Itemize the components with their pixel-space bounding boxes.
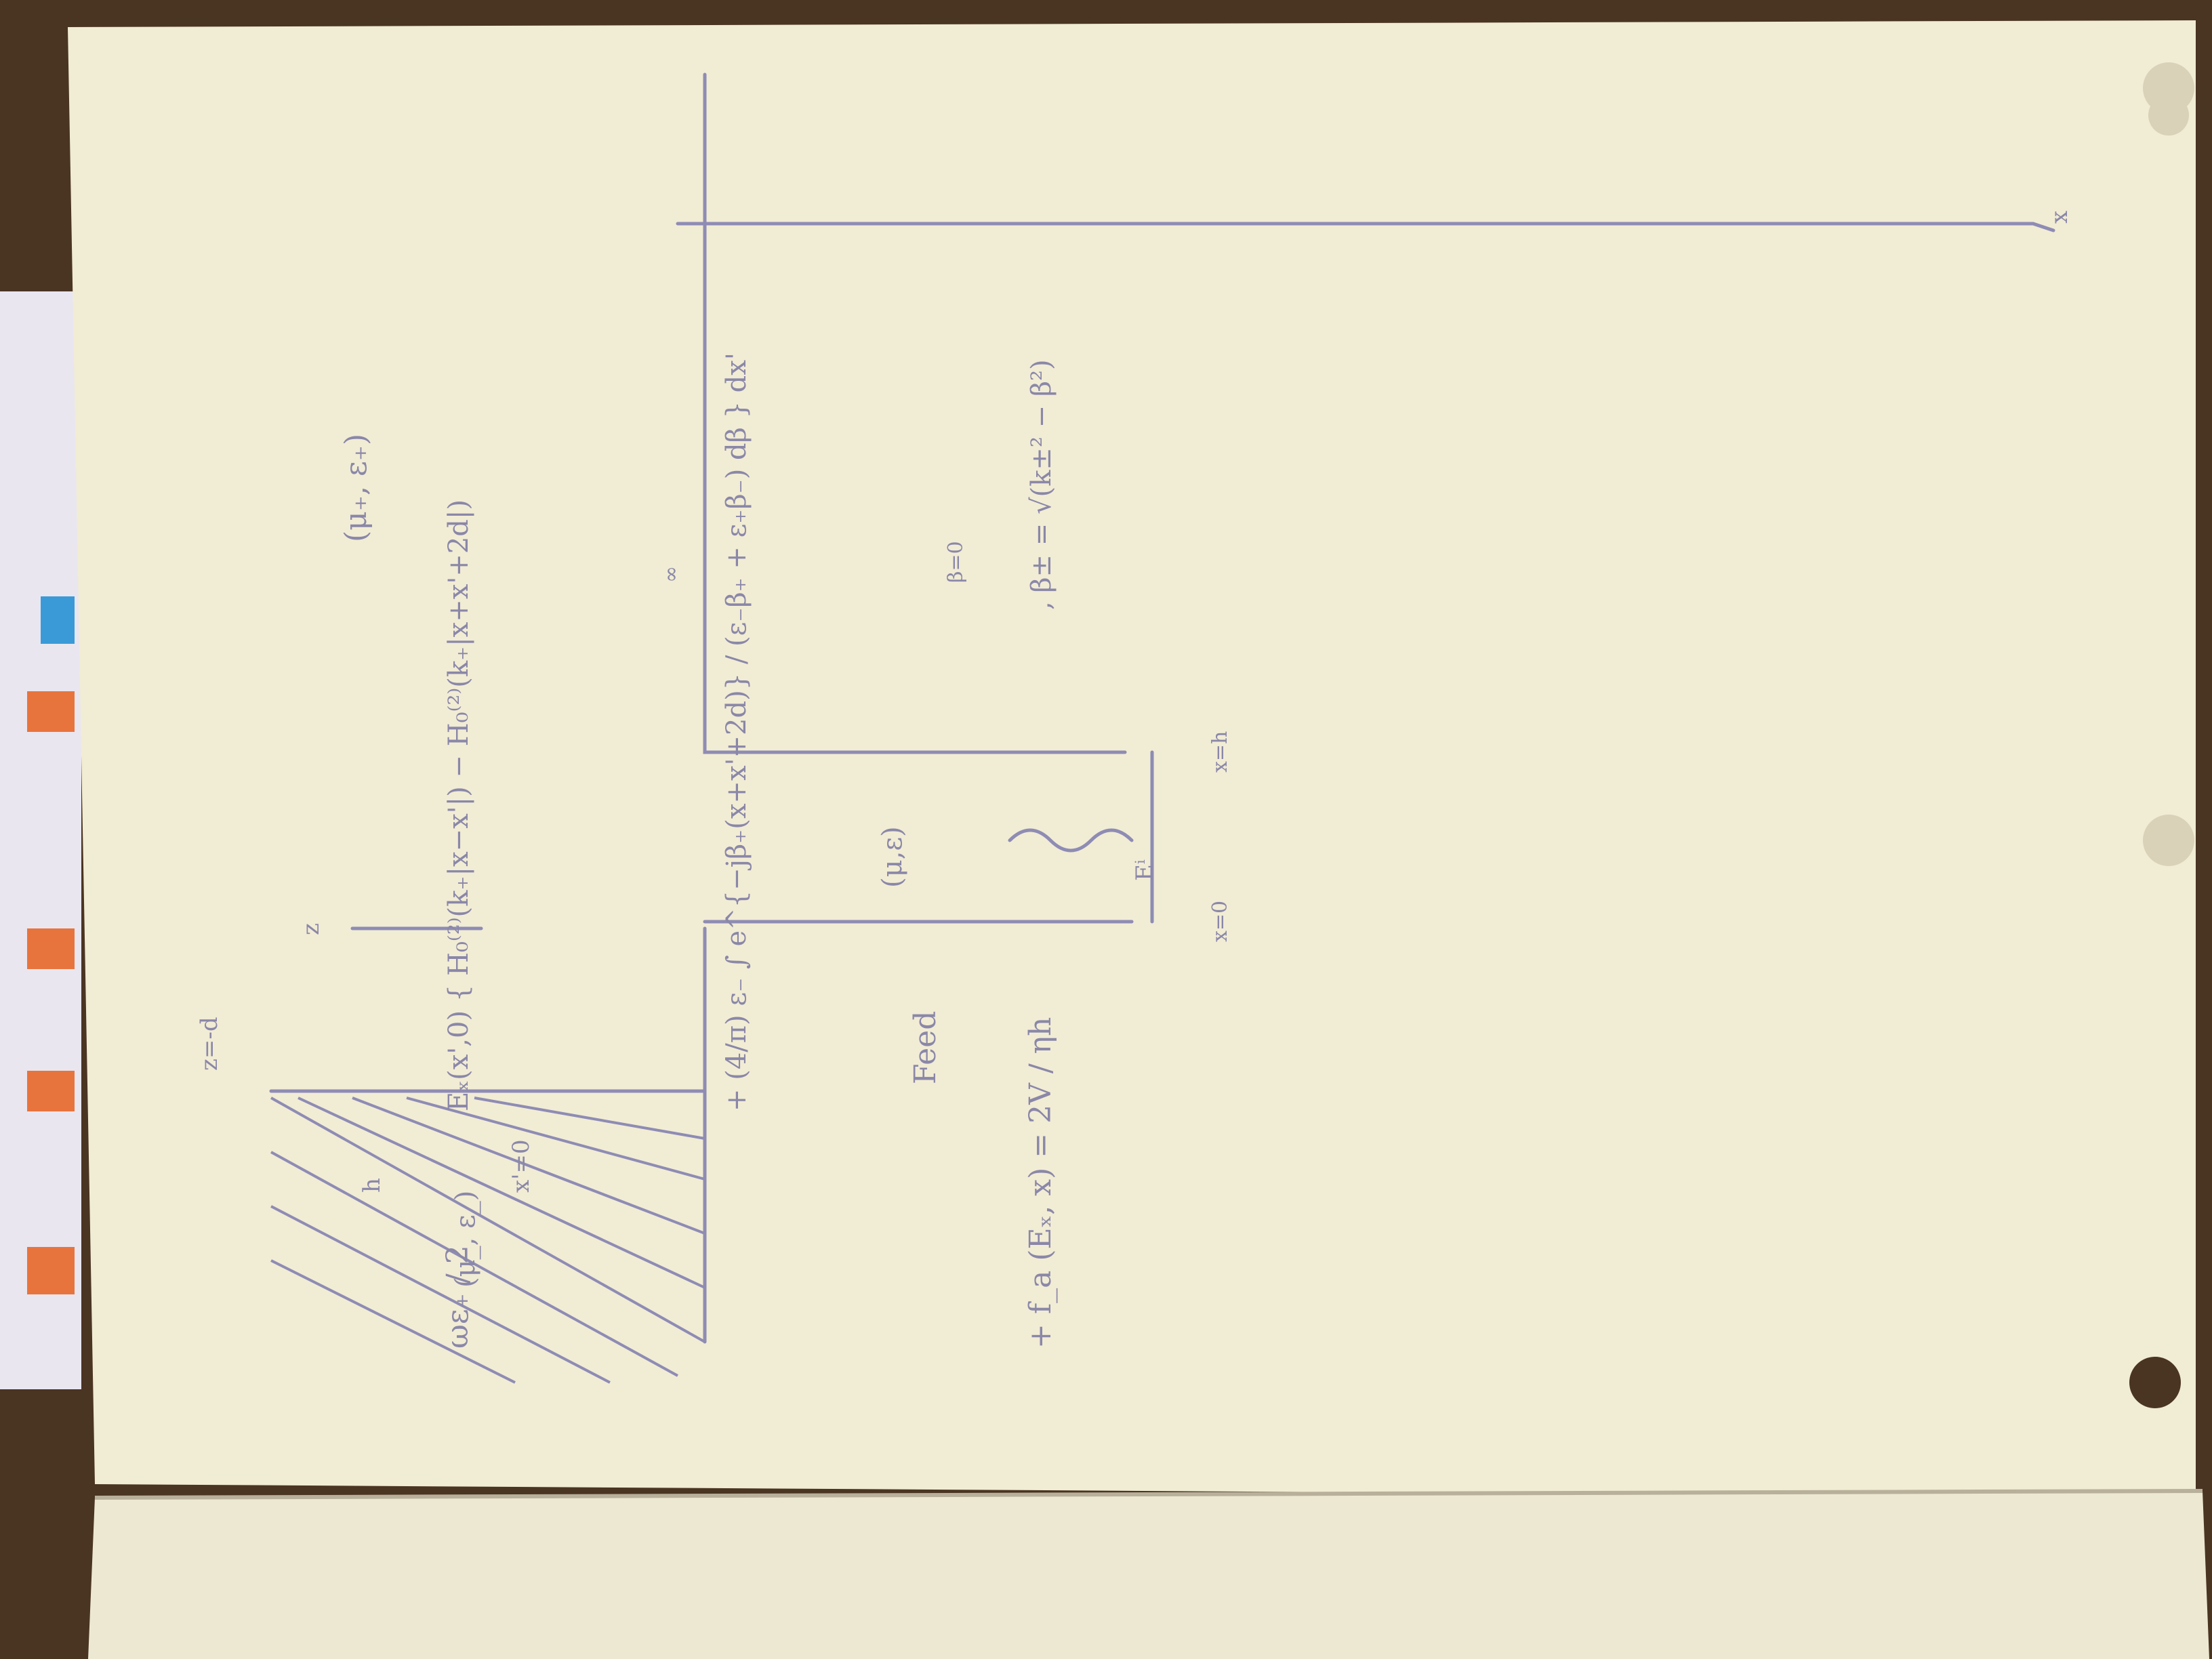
- label-upper-medium: (μ₊, ε₊): [339, 434, 373, 542]
- punch-hole-2: [2148, 95, 2189, 136]
- eq1-lower: x'=0: [508, 1139, 535, 1193]
- label-incident-field: Eⁱ: [1131, 859, 1158, 881]
- side-paper: [0, 291, 81, 1389]
- label-gap-medium: (μ,ε): [877, 826, 908, 888]
- tab-orange-1: [27, 691, 75, 732]
- dielectric-hatch: [270, 1097, 705, 1384]
- eq2-upper: ∞: [659, 566, 683, 583]
- upper-plate-outline: [703, 73, 1127, 754]
- label-feed: Feed: [908, 1011, 943, 1084]
- eq3-beta: , β± = √(k±² − β²): [1026, 359, 1057, 610]
- label-z-axis: z: [298, 923, 325, 935]
- label-x0: x=0: [1208, 901, 1232, 942]
- eq1-upper: h: [359, 1178, 386, 1193]
- eq1-body: Eₓ(x',0) { H₀⁽²⁾(k₊|x−x'|) − H₀⁽²⁾(k₊|x+…: [443, 499, 474, 1111]
- label-dielectric-below: (μ_, ε_): [450, 1191, 481, 1288]
- punch-hole-3: [2143, 815, 2194, 866]
- label-xh: x=h: [1208, 731, 1232, 773]
- page-edge: [94, 1489, 2203, 1500]
- eq2-lower: β=0: [944, 541, 968, 583]
- tab-orange-2: [27, 928, 75, 969]
- label-x-axis: x: [2046, 211, 2073, 224]
- eq2-body: + (4/π) ε₋ ∫ e^{−jβ₊(x+x'+2d)} / (ε₋β₊ +…: [721, 352, 752, 1111]
- notebook-page: [68, 20, 2196, 1498]
- tab-orange-3: [27, 1071, 75, 1111]
- feed-wave: [1008, 828, 1134, 853]
- tab-blue: [41, 596, 75, 644]
- eq3-body: + f_a (Eₓ, x) = 2V / ηh: [1023, 1017, 1058, 1349]
- lower-page: [88, 1491, 2209, 1659]
- tab-orange-4: [27, 1247, 75, 1294]
- x-axis-arrow: [2031, 222, 2055, 232]
- punch-hole-4: [2129, 1357, 2181, 1408]
- eq1-coeff: ωε₊ / 2: [441, 1245, 475, 1349]
- label-z-minus-d: z=-d: [196, 1017, 223, 1071]
